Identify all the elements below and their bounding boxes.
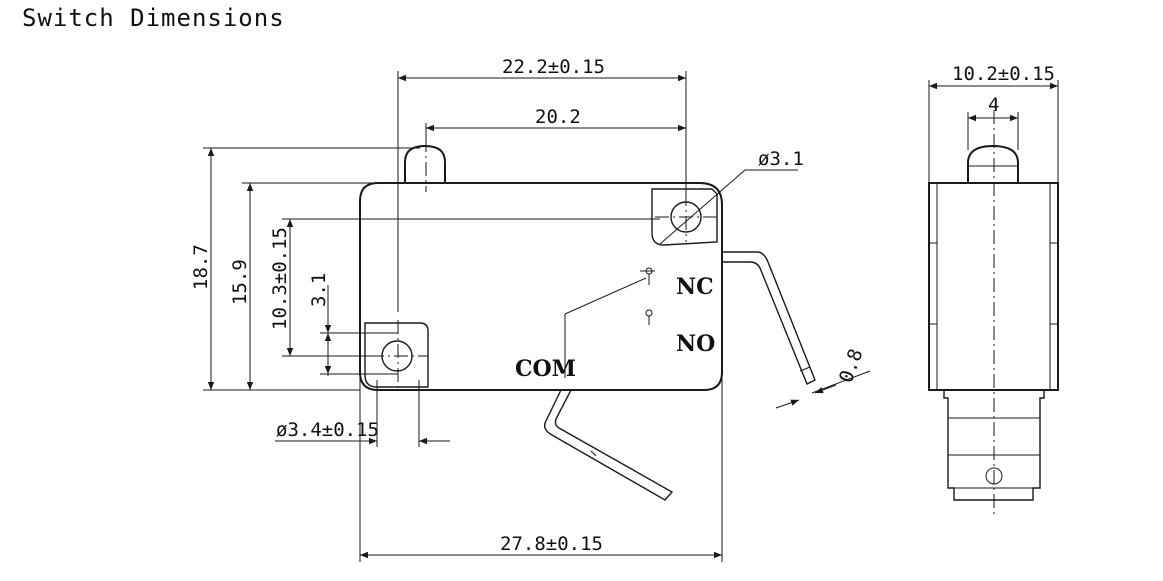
no-label: NO [676, 331, 715, 357]
dim-total-height: 18.7 [190, 244, 212, 290]
dim-body-height: 15.9 [229, 259, 251, 305]
nc-label: NC [676, 274, 714, 300]
side-actuator [967, 144, 1019, 183]
mount-boss [651, 188, 718, 246]
dim-terminal-thickness: 0.8 [835, 346, 867, 386]
dim-side-width: 10.2±0.15 [952, 63, 1055, 85]
dim-pin-span: 22.2±0.15 [502, 56, 605, 78]
dim-hole-offset: 3.1 [308, 273, 330, 307]
diagram-title: Switch Dimensions [22, 4, 285, 32]
dim-com-hole: ø3.4±0.15 [276, 419, 379, 441]
dim-mount-hole: ø3.1 [758, 148, 804, 170]
dim-side-actuator-width: 4 [988, 94, 999, 116]
side-view [928, 110, 1059, 515]
com-label: COM [515, 356, 576, 382]
com-boss [364, 322, 429, 388]
dim-overall-length: 27.8±0.15 [500, 533, 603, 555]
lower-terminal [543, 389, 674, 501]
front-view: NC NO COM [359, 138, 816, 501]
side-dimensions: 10.2±0.15 4 [928, 63, 1059, 183]
front-dimensions: 22.2±0.15 20.2 ø3.1 18.7 15.9 10.3±0.15 … [190, 56, 871, 562]
actuator-button [404, 144, 446, 183]
dim-hole-spacing: 10.3±0.15 [269, 227, 291, 330]
dim-actuator-offset: 20.2 [535, 106, 581, 128]
right-terminal [722, 251, 816, 385]
